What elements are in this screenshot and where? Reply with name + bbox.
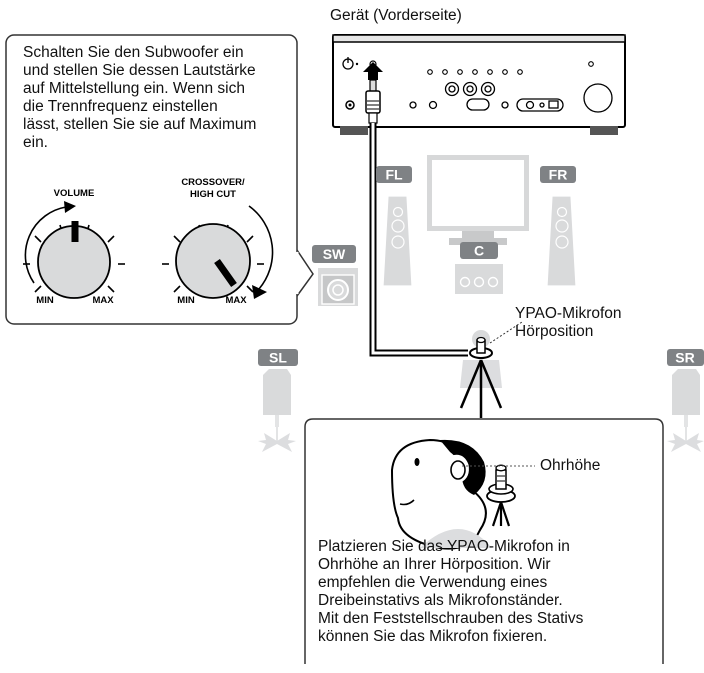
placement-instruction-line: empfehlen die Verwendung eines: [318, 574, 548, 591]
speaker-fl-icon: [382, 195, 413, 287]
subwoofer-instruction-line: die Trennfrequenz einstellen: [23, 98, 218, 115]
device-label: Gerät (Vorderseite): [330, 7, 462, 24]
microphone-small-icon: [486, 464, 516, 527]
mic-label-line1: YPAO-Mikrofon: [515, 305, 622, 322]
badge-sr: SR: [667, 349, 704, 366]
volume-min-label: MIN: [36, 295, 54, 306]
crossover-title-line2: HIGH CUT: [190, 189, 236, 200]
crossover-title-line1: CROSSOVER/: [181, 177, 245, 188]
tv-icon: [427, 155, 529, 245]
badge-fr-label: FR: [549, 167, 568, 183]
speaker-sl-icon: [258, 369, 296, 452]
power-icon: [342, 57, 359, 70]
crossover-knob-icon: [162, 205, 274, 299]
ear-height-label: Ohrhöhe: [540, 457, 601, 474]
volume-title: VOLUME: [54, 188, 95, 199]
subwoofer-instruction-line: auf Mittelstellung ein. Wenn sich: [23, 80, 245, 97]
av-receiver-front: [332, 34, 626, 135]
front-panel-small-dots: [427, 61, 594, 75]
placement-instruction-line: Ohrhöhe an Ihrer Hörposition. Wir: [318, 556, 551, 573]
crossover-max-label: MAX: [225, 295, 247, 306]
speaker-sw-icon: [318, 268, 358, 306]
speaker-c-icon: [455, 264, 503, 294]
mic-label-line2: Hörposition: [515, 323, 594, 340]
mic-label: YPAO-Mikrofon Hörposition: [515, 305, 622, 341]
placement-instruction-line: Dreibeinstativs als Mikrofonständer.: [318, 592, 563, 609]
placement-instruction-line: Platzieren Sie das YPAO-Mikrofon in: [318, 538, 570, 555]
crossover-min-label: MIN: [177, 295, 195, 306]
badge-sr-label: SR: [675, 350, 694, 366]
badge-sw-label: SW: [323, 246, 346, 262]
volume-knob-icon: [23, 201, 125, 299]
microphone-on-tripod: [459, 336, 503, 418]
front-panel-buttons: [409, 81, 613, 113]
subwoofer-instruction-line: ein.: [23, 134, 48, 151]
placement-instruction-line: können Sie das Mikrofon fixieren.: [318, 628, 548, 645]
badge-sl: SL: [258, 349, 298, 366]
subwoofer-instruction-line: und stellen Sie dessen Lautstärke: [23, 62, 256, 79]
insert-arrow-icon: [363, 62, 383, 80]
head-icon: [390, 438, 492, 550]
callout-pointer: [296, 249, 314, 297]
subwoofer-instruction-text: Schalten Sie den Subwoofer ein und stell…: [23, 44, 293, 152]
placement-instruction-line: Mit den Feststellschrauben des Stativs: [318, 610, 584, 627]
badge-sw: SW: [312, 245, 356, 263]
placement-instruction-text: Platzieren Sie das YPAO-Mikrofon in Ohrh…: [318, 538, 658, 646]
badge-fl-label: FL: [385, 167, 403, 183]
subwoofer-instruction-line: Schalten Sie den Subwoofer ein: [23, 44, 244, 61]
badge-c-label: C: [474, 243, 484, 259]
badge-sl-label: SL: [269, 350, 287, 366]
subwoofer-instruction-line: lässt, stellen Sie sie auf Maximum: [23, 116, 257, 133]
speaker-fr-icon: [546, 195, 577, 287]
badge-fl: FL: [376, 166, 412, 183]
volume-max-label: MAX: [92, 295, 114, 306]
badge-fr: FR: [540, 166, 576, 183]
speaker-sr-icon: [667, 369, 704, 452]
badge-c: C: [460, 242, 498, 259]
